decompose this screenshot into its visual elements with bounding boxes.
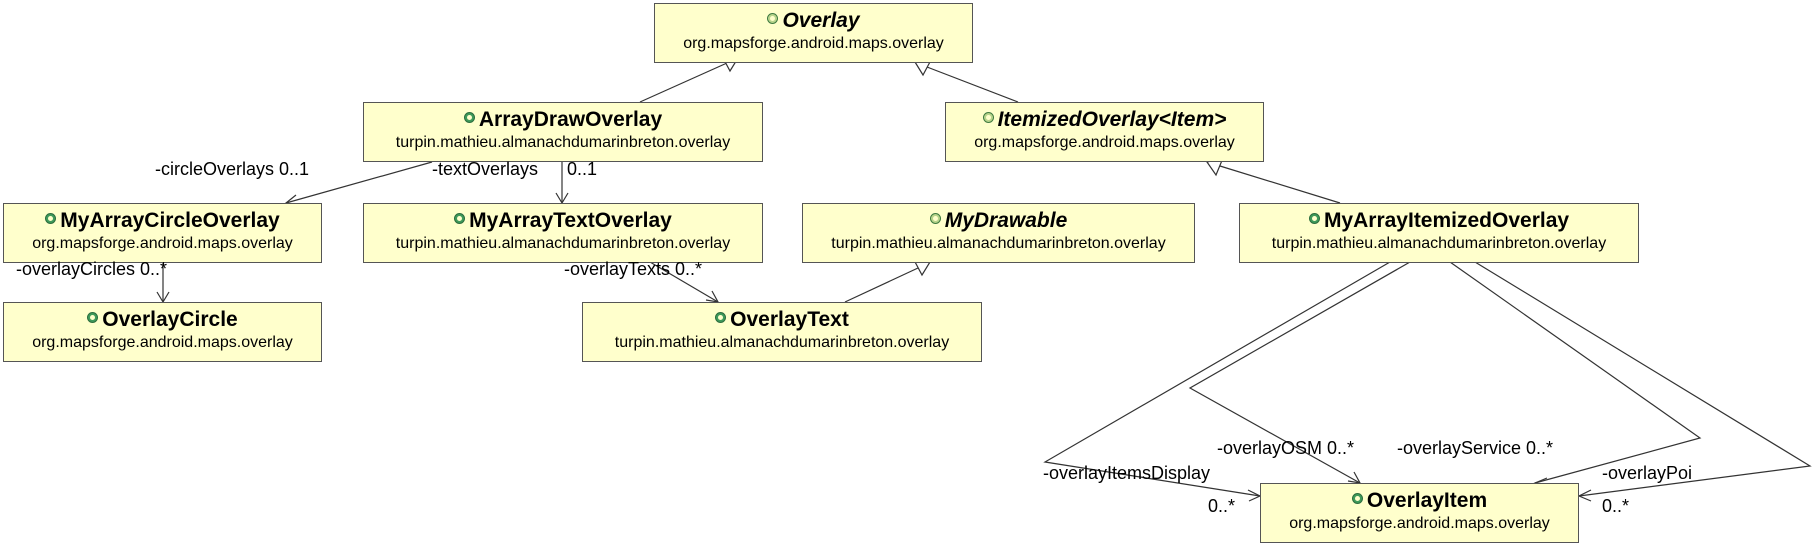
package-name: org.mapsforge.android.maps.overlay — [32, 334, 293, 351]
class-my-array-itemized-overlay[interactable]: MyArrayItemizedOverlay turpin.mathieu.al… — [1239, 203, 1639, 263]
package-name: turpin.mathieu.almanachdumarinbreton.ove… — [395, 235, 731, 252]
association-overlayservice — [1449, 261, 1702, 484]
class-overlay-item[interactable]: OverlayItem org.mapsforge.android.maps.o… — [1260, 483, 1579, 543]
class-icon — [454, 213, 466, 224]
label-overlay-texts: -overlayTexts 0..* — [564, 259, 703, 279]
class-icon — [463, 112, 475, 123]
class-name: MyArrayTextOverlay — [469, 209, 672, 232]
class-overlay[interactable]: Overlay org.mapsforge.android.maps.overl… — [654, 3, 973, 63]
label-overlay-poi: -overlayPoi — [1602, 463, 1693, 483]
package-name: org.mapsforge.android.maps.overlay — [974, 134, 1235, 151]
label-overlay-items-display-mult: 0..* — [1208, 496, 1236, 516]
association-overlaytexts — [649, 261, 719, 303]
association-overlayosm — [1188, 261, 1411, 484]
abstract-class-icon — [982, 112, 994, 123]
label-circle-overlays: -circleOverlays 0..1 — [155, 159, 310, 179]
generalization-itemizedoverlay-overlay — [926, 66, 1019, 103]
generalization-arraydrawoverlay-overlay — [639, 62, 728, 103]
association-overlaypoi — [1474, 261, 1812, 497]
label-text-overlays-role: -textOverlays — [432, 159, 539, 179]
class-name: ArrayDrawOverlay — [478, 108, 663, 131]
label-text-overlays-mult: 0..1 — [567, 159, 598, 179]
abstract-class-icon — [767, 13, 779, 24]
class-name: ItemizedOverlay<Item> — [997, 108, 1227, 131]
label-overlay-items-display: -overlayItemsDisplay — [1043, 463, 1211, 483]
class-icon — [87, 312, 99, 323]
class-name: Overlay — [782, 9, 860, 32]
interface-icon — [929, 213, 941, 224]
class-itemized-overlay[interactable]: ItemizedOverlay<Item> org.mapsforge.andr… — [945, 102, 1264, 162]
class-name: OverlayCircle — [102, 308, 238, 331]
label-overlay-circles: -overlayCircles 0..* — [16, 259, 168, 279]
package-name: org.mapsforge.android.maps.overlay — [683, 35, 944, 52]
class-name: MyArrayCircleOverlay — [60, 209, 280, 232]
arrowhead — [1577, 489, 1592, 502]
class-name: OverlayText — [730, 308, 849, 331]
package-name: turpin.mathieu.almanachdumarinbreton.ove… — [831, 235, 1166, 252]
class-array-draw-overlay[interactable]: ArrayDrawOverlay turpin.mathieu.almanach… — [363, 102, 763, 162]
class-name: OverlayItem — [1366, 489, 1488, 512]
label-overlay-poi-mult: 0..* — [1602, 496, 1630, 516]
class-my-array-circle-overlay[interactable]: MyArrayCircleOverlay org.mapsforge.andro… — [3, 203, 322, 263]
class-name: MyDrawable — [944, 209, 1068, 232]
class-my-array-text-overlay[interactable]: MyArrayTextOverlay turpin.mathieu.almana… — [363, 203, 763, 263]
class-overlay-circle[interactable]: OverlayCircle org.mapsforge.android.maps… — [3, 302, 322, 362]
label-overlay-osm: -overlayOSM 0..* — [1217, 438, 1355, 458]
class-icon — [1308, 213, 1320, 224]
class-overlay-text[interactable]: OverlayText turpin.mathieu.almanachdumar… — [582, 302, 982, 362]
class-icon — [45, 213, 57, 224]
package-name: turpin.mathieu.almanachdumarinbreton.ove… — [395, 134, 731, 151]
generalization-myarrayitemized-itemized — [1219, 165, 1341, 204]
package-name: org.mapsforge.android.maps.overlay — [32, 235, 293, 252]
class-icon — [1351, 493, 1363, 504]
class-my-drawable[interactable]: MyDrawable turpin.mathieu.almanachdumari… — [802, 203, 1195, 263]
association-overlayitemsdisplay — [1043, 261, 1391, 497]
package-name: turpin.mathieu.almanachdumarinbreton.ove… — [614, 334, 950, 351]
package-name: turpin.mathieu.almanachdumarinbreton.ove… — [1271, 235, 1607, 252]
generalization-overlaytext-mydrawable — [844, 267, 919, 303]
class-icon — [715, 312, 727, 323]
label-overlay-service: -overlayService 0..* — [1397, 438, 1554, 458]
class-name: MyArrayItemizedOverlay — [1323, 209, 1570, 232]
association-circleoverlays — [285, 161, 433, 204]
package-name: org.mapsforge.android.maps.overlay — [1289, 515, 1550, 532]
